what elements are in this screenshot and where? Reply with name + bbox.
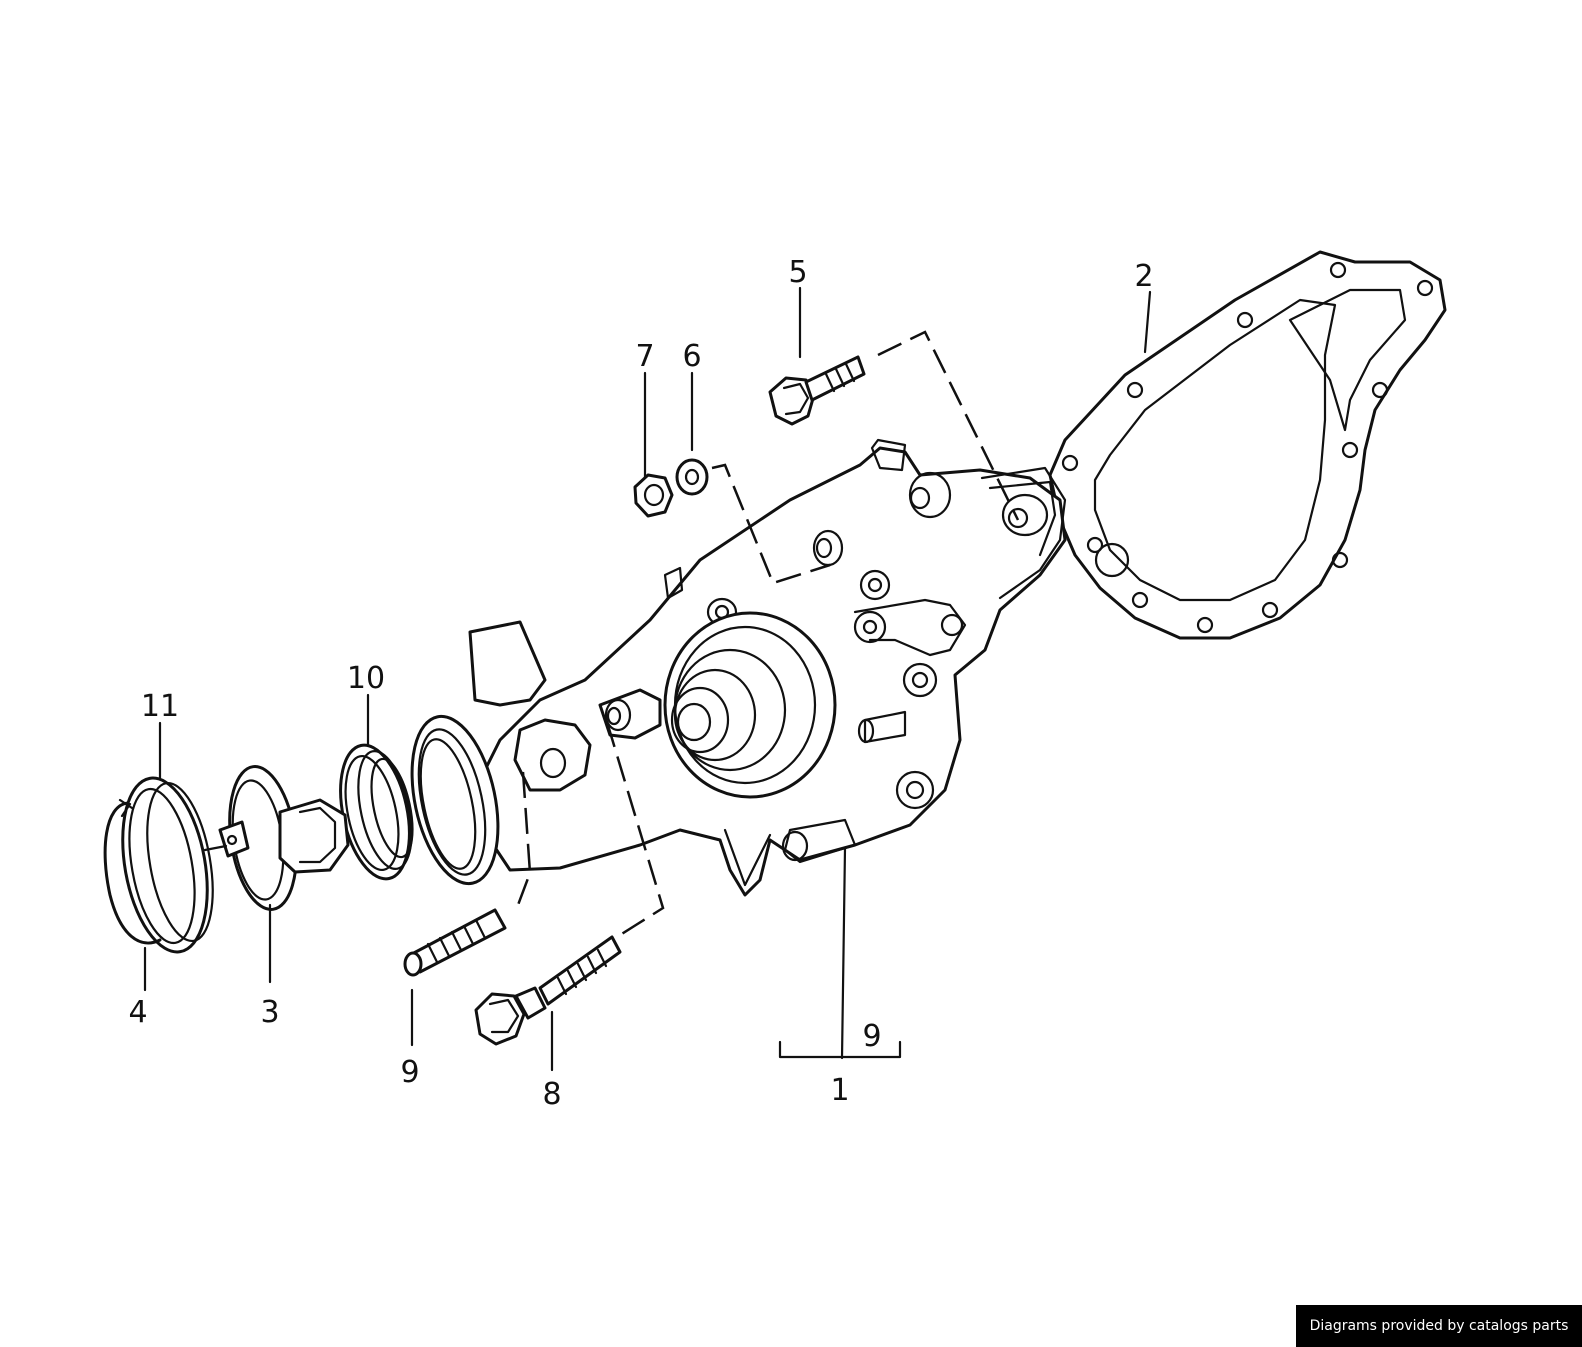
bolt-5: [768, 355, 866, 426]
nut-7: [633, 473, 674, 518]
assembly-lines: [516, 330, 1020, 937]
callout-2: 2: [1134, 259, 1153, 294]
callout-10: 10: [347, 661, 385, 696]
stud-9: [403, 908, 507, 977]
callout-11: 11: [141, 689, 179, 724]
callout-6: 6: [682, 339, 701, 374]
callout-9-group: 9: [862, 1019, 881, 1054]
callout-3: 3: [260, 995, 279, 1030]
circlip-11: [103, 798, 162, 945]
pump-housing: [410, 438, 1067, 897]
washer-6: [675, 458, 709, 496]
diagram-credit-banner: Diagrams provided by catalogs parts: [1296, 1305, 1582, 1347]
gasket: [1048, 250, 1447, 640]
thermostat-3: [203, 765, 350, 911]
retaining-ring-4: [121, 776, 214, 954]
callout-8: 8: [542, 1077, 561, 1112]
callout-5: 5: [788, 255, 807, 290]
callout-7: 7: [635, 339, 654, 374]
leader-lines: [143, 286, 1152, 1072]
bolt-8: [474, 935, 622, 1046]
callout-4: 4: [128, 995, 147, 1030]
callout-9-stud: 9: [400, 1055, 419, 1090]
sealing-ring-10: [339, 743, 414, 881]
callout-labels: 2 5 6 7 10 11 4 3 9 8 9 1: [128, 255, 1153, 1112]
callout-1: 1: [830, 1073, 849, 1108]
